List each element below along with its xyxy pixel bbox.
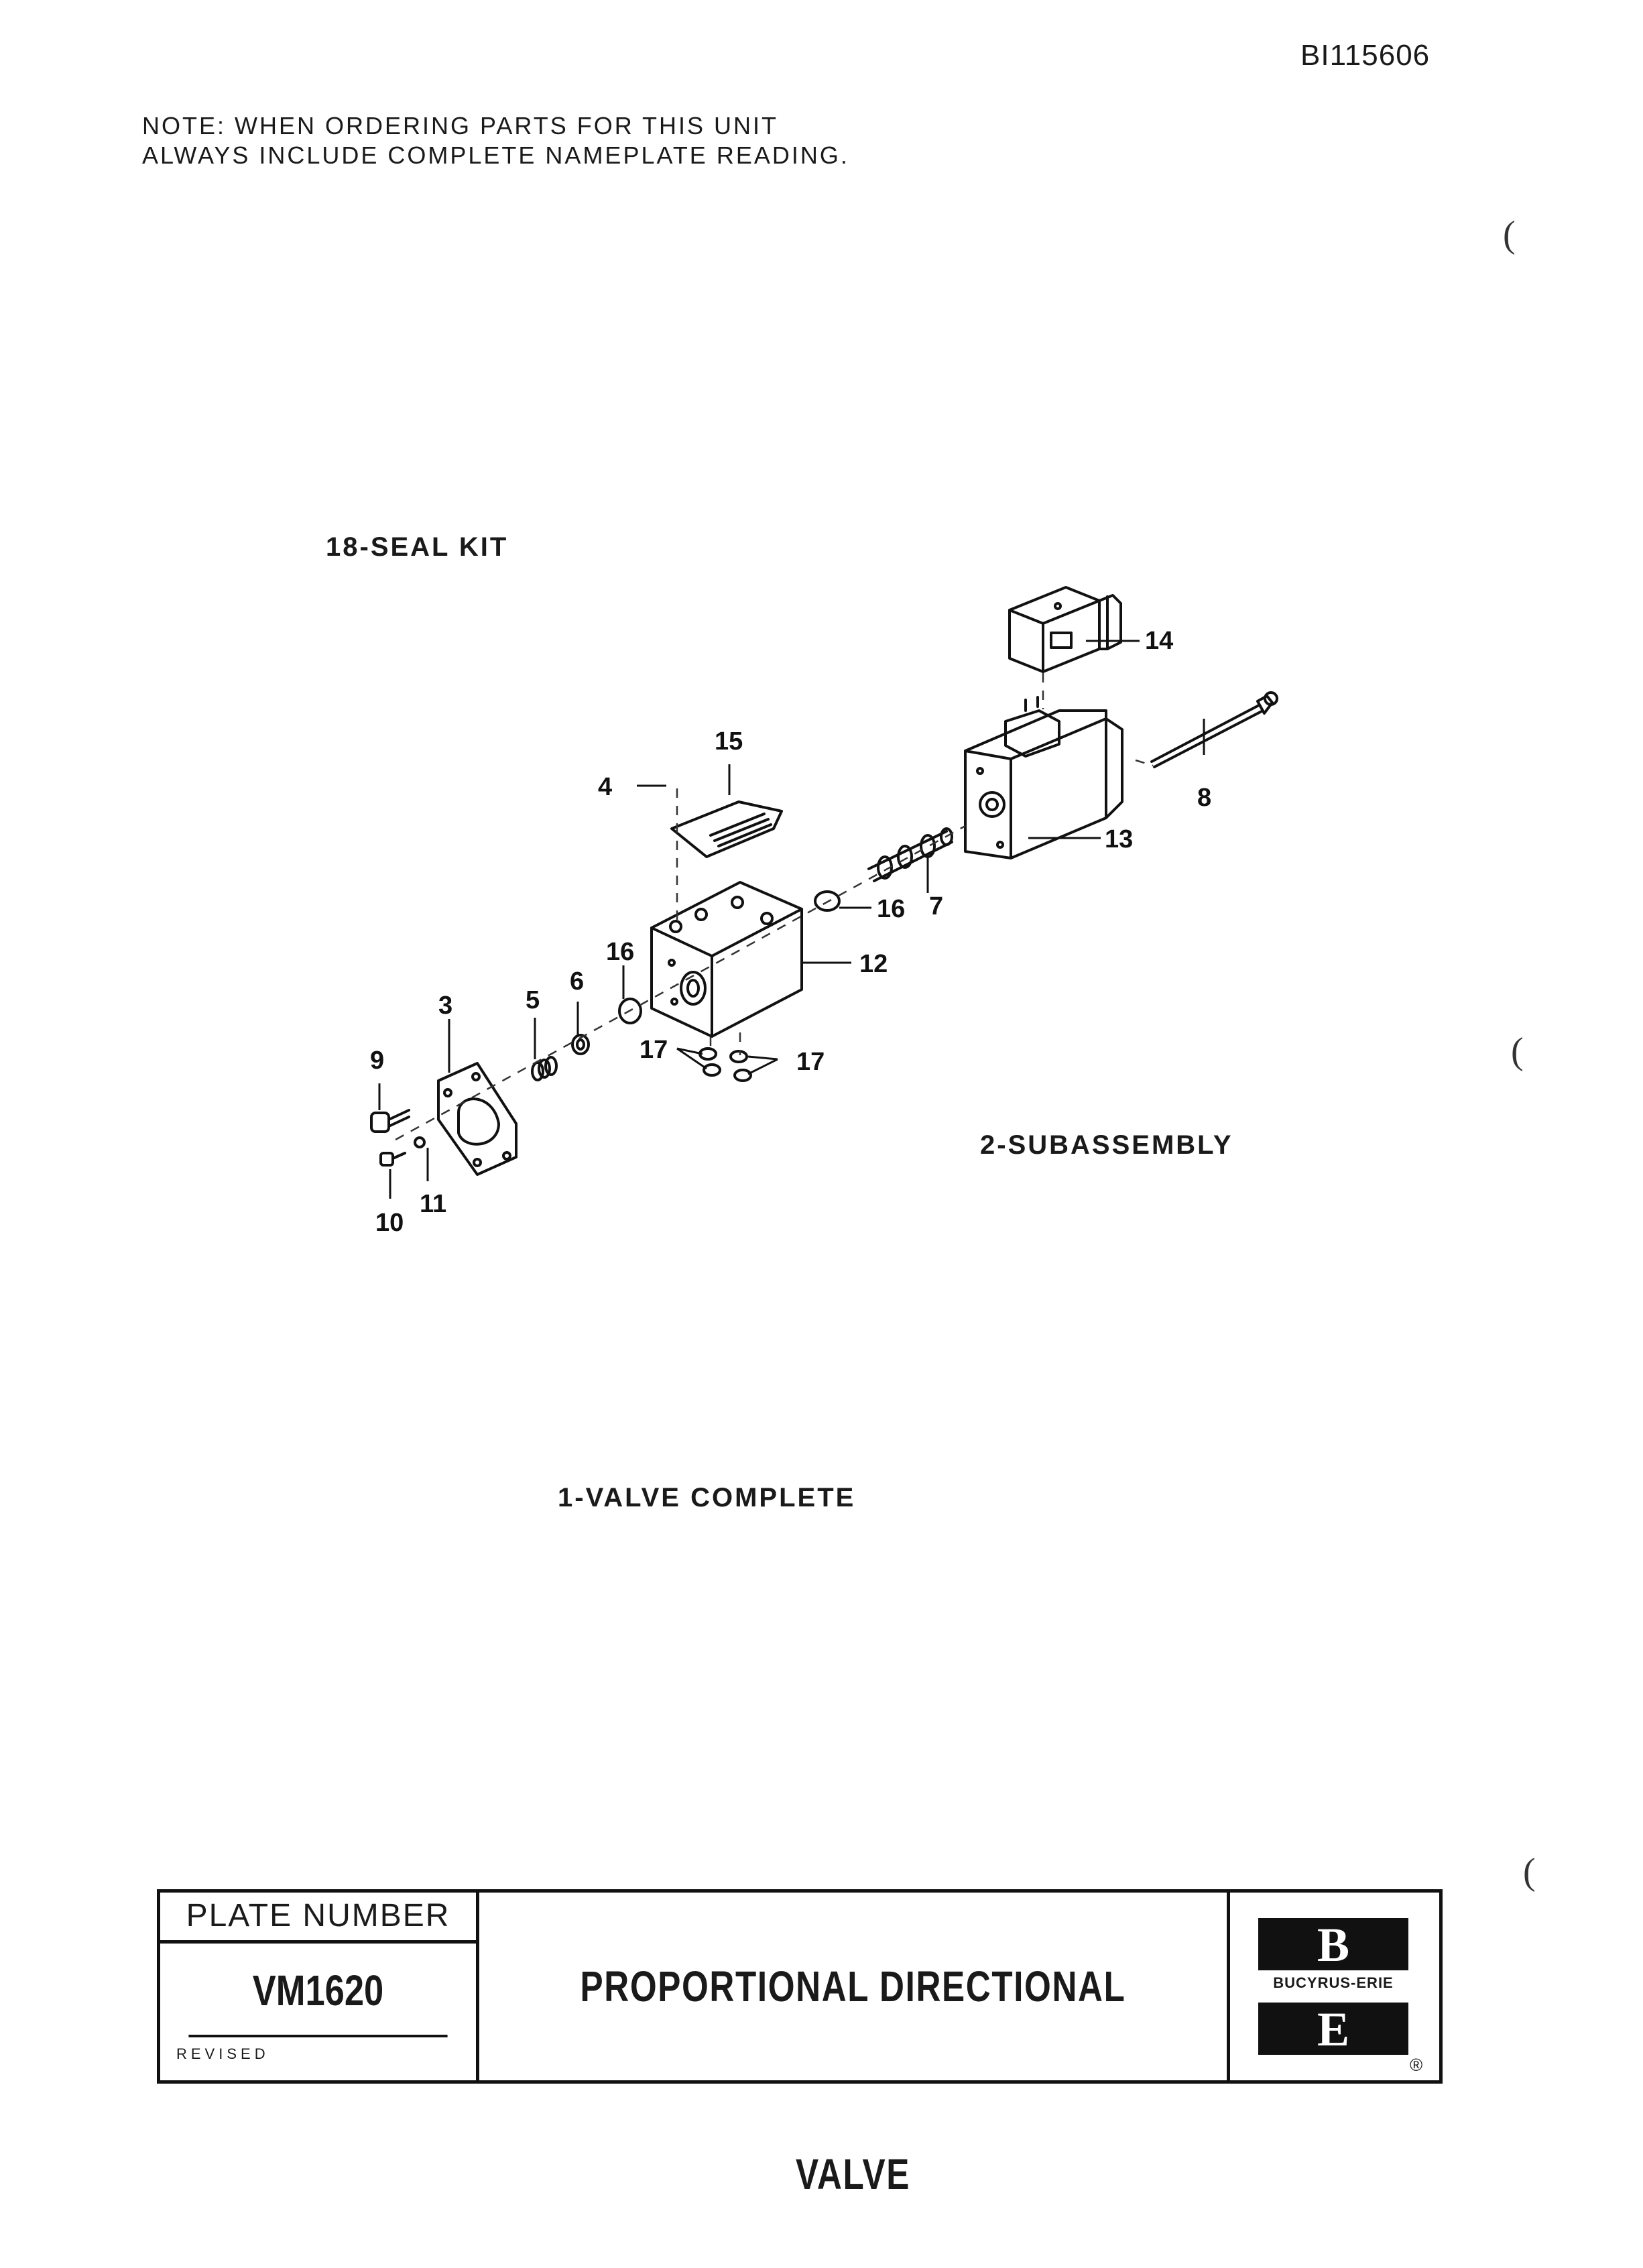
scan-mark: ( [1511,1030,1524,1072]
scan-mark: ( [1523,1851,1536,1893]
callout-13: 13 [1105,825,1133,853]
subassembly-label: 2-SUBASSEMBLY [980,1130,1233,1160]
logo-b-block: B [1258,1918,1408,1972]
spring-part-5 [531,1056,558,1081]
end-cap-part-3 [437,1062,518,1176]
callout-3: 3 [438,992,452,1020]
spool-part-7 [867,827,953,882]
document-id: BI115606 [1300,39,1431,72]
valve-body-part-12 [650,881,803,1038]
bucyrus-erie-logo: B BUCYRUS-ERIE E ® [1230,1893,1439,2080]
callout-11: 11 [420,1190,446,1218]
callout-6: 6 [570,967,584,996]
callout-7: 7 [929,892,943,920]
callout-4: 4 [598,773,612,801]
axis-seals [709,1032,741,1055]
callout-16-lower: 16 [606,938,634,966]
callout-9: 9 [370,1047,384,1075]
valve-complete-label: 1-VALVE COMPLETE [558,1483,856,1512]
note-line-1: NOTE: WHEN ORDERING PARTS FOR THIS UNIT [142,112,779,139]
logo-b-letter: B [1317,1918,1350,1972]
connector-part-14 [1008,586,1122,673]
o-ring-part-16-upper [814,890,841,912]
washer-part-6 [571,1034,590,1055]
screw-part-10 [379,1152,406,1167]
washer-part-11 [414,1136,426,1148]
callout-8: 8 [1197,784,1211,812]
callout-16-upper: 16 [877,895,905,923]
note-line-2: ALWAYS INCLUDE COMPLETE NAMEPLATE READIN… [142,141,849,169]
registered-mark: ® [1410,2055,1423,2075]
revised-label: REVISED [176,2045,269,2062]
plate-section: PLATE NUMBER VM1620 REVISED [160,1893,479,2080]
exploded-parts-diagram: 14 8 13 7 16 12 15 4 16 6 5 3 9 11 10 17… [370,586,1278,1237]
solenoid-part-13 [964,696,1123,859]
seal-kit-label: 18-SEAL KIT [326,532,509,562]
plate-number-label: PLATE NUMBER [160,1893,476,1944]
logo-company-name: BUCYRUS-ERIE [1273,1974,1394,1991]
callout-14: 14 [1145,627,1173,655]
ordering-note: NOTE: WHEN ORDERING PARTS FOR THIS UNIT … [142,111,849,170]
gasket-part-15 [670,800,783,858]
callout-12: 12 [859,950,888,978]
plate-number-value: VM1620 [188,1944,448,2037]
logo-e-letter: E [1317,2003,1350,2056]
screw-part-9 [370,1109,410,1133]
drawing-title-text: PROPORTIONAL DIRECTIONAL VALVE [580,1962,1126,2198]
title-block: PLATE NUMBER VM1620 REVISED PROPORTIONAL… [157,1889,1443,2198]
callout-15: 15 [715,727,743,756]
drawing-title: PROPORTIONAL DIRECTIONAL VALVE [479,1893,1230,2198]
logo-e-block: E [1258,2003,1408,2056]
callout-5: 5 [526,986,540,1014]
callout-10: 10 [375,1209,404,1237]
seals-part-17 [698,1047,752,1082]
callout-17-right: 17 [796,1048,825,1076]
bolt-part-8 [1150,691,1278,768]
o-ring-part-16-lower [618,998,642,1024]
callout-17-left: 17 [640,1036,668,1064]
axis-bolt [1135,759,1154,767]
scan-mark: ( [1503,214,1516,255]
axis-main [395,825,966,1141]
